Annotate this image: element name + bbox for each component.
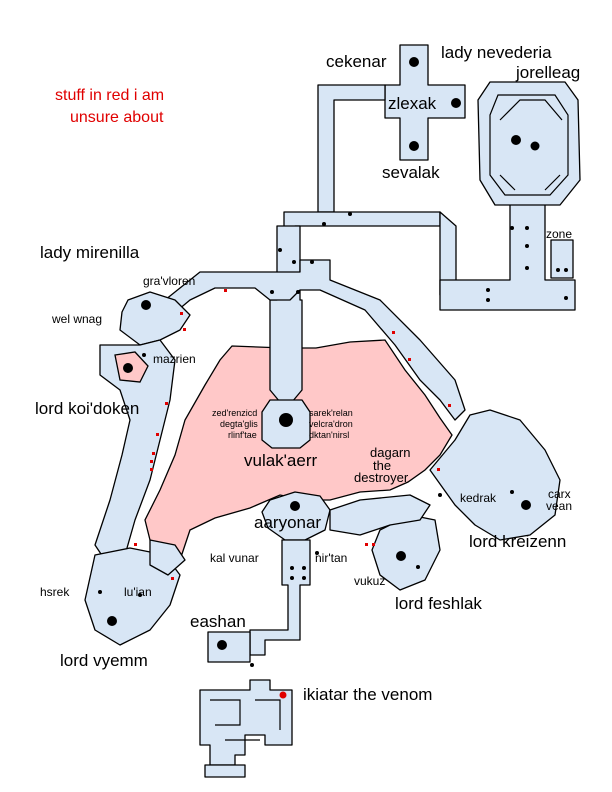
central-trunk xyxy=(269,225,303,403)
label-vulakaerr: vulak'aerr xyxy=(244,451,318,470)
label-wel-wnag: wel wnag xyxy=(51,312,102,326)
label-dktannirsl: dktan'nirsl xyxy=(309,430,349,440)
maze-exit xyxy=(204,764,246,778)
label-carx: carx xyxy=(548,487,571,501)
mazrien-marker xyxy=(123,363,133,373)
maze-inner-walls xyxy=(210,699,281,741)
label-luian: lu'ian xyxy=(124,585,152,599)
ikiatar-marker xyxy=(279,691,287,699)
cross-west-corridor xyxy=(317,84,386,213)
feshlak-marker xyxy=(396,551,406,561)
label-nirtan: nir'tan xyxy=(315,551,347,565)
cekenar-marker xyxy=(409,57,419,67)
label-degtaglis: degta'glis xyxy=(220,419,258,429)
jorelleag-facets xyxy=(499,99,563,191)
label-kedrak: kedrak xyxy=(460,491,497,505)
aaryonar-marker xyxy=(290,501,300,511)
note-line-1: stuff in red i am xyxy=(55,87,164,104)
label-the: the xyxy=(373,458,391,473)
west-upper-cavern xyxy=(119,291,191,346)
label-lady-mirenilla: lady mirenilla xyxy=(40,243,140,262)
label-mazrien: mazrien xyxy=(153,352,196,366)
label-lord-kreizenn: lord kreizenn xyxy=(469,532,566,551)
zlexak-marker xyxy=(451,98,461,108)
vyemm-marker xyxy=(107,616,117,626)
east-cavern xyxy=(429,409,561,541)
label-ikiatar: ikiatar the venom xyxy=(303,685,432,704)
west-lower-passage xyxy=(149,539,186,576)
eashan-room xyxy=(207,631,251,663)
label-gravloren: gra'vloren xyxy=(143,274,195,288)
label-zlexak: zlexak xyxy=(388,94,437,113)
note-line-2: unsure about xyxy=(70,109,164,126)
jorelleag-chamber xyxy=(477,81,581,206)
label-sevalak: sevalak xyxy=(382,163,440,182)
ikiatar-maze xyxy=(199,679,293,766)
label-destroyer: destroyer xyxy=(354,470,409,485)
upper-horizontal-corridor xyxy=(283,211,441,241)
welwnag-marker xyxy=(141,300,151,310)
mid-horizontal-corridor xyxy=(164,259,466,421)
vulakaerr-marker xyxy=(279,413,293,427)
label-lord-vyemm: lord vyemm xyxy=(60,651,148,670)
label-jorelleag: jorelleag xyxy=(515,63,580,82)
label-lord-feshlak: lord feshlak xyxy=(395,594,482,613)
east-hall xyxy=(439,199,576,311)
uncertain-dots xyxy=(134,289,451,580)
label-zone: zone xyxy=(546,227,572,241)
carxvean-marker xyxy=(521,500,531,510)
jorelleag-marker-2 xyxy=(530,141,540,151)
label-vean: vean xyxy=(546,499,572,513)
label-zedrenzicd: zed'renzicd xyxy=(212,408,257,418)
aaryonar-hub xyxy=(261,491,331,541)
label-eashan: eashan xyxy=(190,612,246,631)
label-cekenar: cekenar xyxy=(326,52,387,71)
south-trunk xyxy=(249,539,311,656)
label-lord-koidoken: lord koi'doken xyxy=(35,399,139,418)
jorelleag-inner-wall xyxy=(489,94,569,196)
label-sarekrelan: sarek'relan xyxy=(309,408,353,418)
label-velcradron: velcra'dron xyxy=(309,419,353,429)
sevalak-marker xyxy=(409,141,419,151)
zone-box xyxy=(550,239,574,279)
label-vukuz: vukuz xyxy=(354,574,385,588)
label-hsrek: hsrek xyxy=(40,585,70,599)
label-rlinftae: rlinf'tae xyxy=(228,430,257,440)
corridor-network xyxy=(84,44,581,778)
east-lower-passage xyxy=(329,494,431,536)
label-lady-nevederia: lady nevederia xyxy=(441,43,552,62)
jorelleag-marker-1 xyxy=(511,135,521,145)
label-kal-vunar: kal vunar xyxy=(210,551,259,565)
label-aaryonar: aaryonar xyxy=(254,513,321,532)
markers xyxy=(107,57,540,699)
small-dots xyxy=(98,212,568,667)
label-dagarn: dagarn xyxy=(370,445,410,460)
eashan-marker xyxy=(217,640,227,650)
